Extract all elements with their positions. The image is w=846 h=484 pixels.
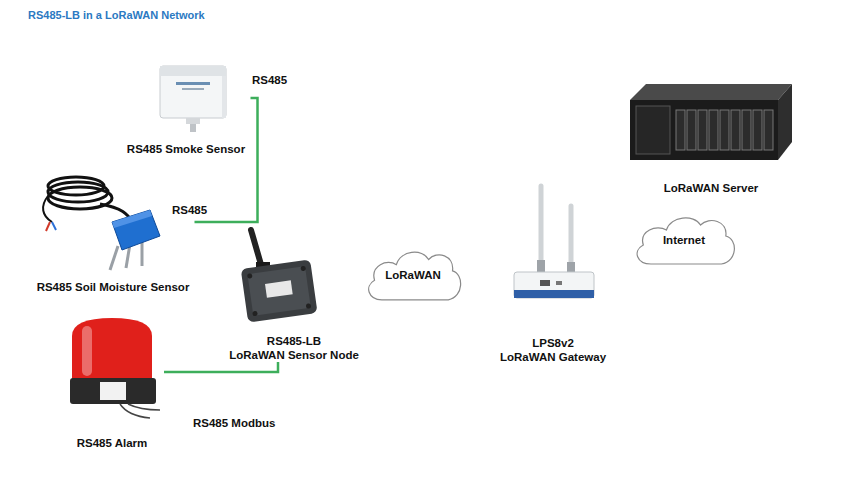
rs485-cable — [164, 362, 278, 372]
alarm-icon-part — [82, 326, 92, 376]
sensor-node-icon-part-part — [241, 259, 318, 322]
soil-sensor-icon-part — [46, 222, 50, 231]
device-caption: RS485 Soil Moisture Sensor — [35, 280, 192, 294]
gateway-icon-part — [537, 260, 545, 272]
soil-sensor-icon-part — [52, 222, 56, 230]
server-icon-part — [778, 84, 792, 160]
alarm-icon-part — [128, 404, 160, 410]
sensor-node-icon-part-part — [300, 266, 306, 272]
smoke-sensor-icon-part — [182, 88, 204, 90]
server-icon-part — [731, 110, 740, 150]
smoke-sensor-icon-part — [186, 118, 200, 124]
device-caption: RS485 Alarm — [75, 436, 150, 450]
sensor-node-icon-part-part — [247, 273, 253, 279]
gateway-icon-part — [539, 186, 544, 272]
cloud-shape — [637, 218, 734, 264]
cable-line — [164, 362, 278, 372]
alarm-icon — [70, 318, 160, 418]
sensor-node-icon — [241, 230, 318, 323]
server-icon-part — [709, 110, 718, 150]
soil-sensor-icon — [43, 177, 160, 270]
soil-sensor-icon-part — [141, 240, 144, 266]
sensor-node-icon-part — [241, 259, 318, 322]
signal-label: RS485 Modbus — [191, 416, 277, 430]
diagram-title: RS485-LB in a LoRaWAN Network — [28, 9, 205, 21]
sensor-node-icon-part-part — [265, 280, 293, 297]
server-icon-part — [742, 110, 751, 150]
server-icon-part — [630, 84, 792, 100]
alarm-icon-part — [72, 318, 152, 380]
network-cloud: Internet — [629, 210, 739, 270]
signal-label: RS485 — [170, 203, 209, 217]
device-node: RS485-LBLoRaWAN Sensor Node — [224, 224, 364, 362]
cloud-label: LoRaWAN — [385, 269, 441, 281]
gateway-icon-part — [556, 281, 562, 285]
smoke-sensor-icon-part — [176, 82, 210, 85]
device-node: LoRaWAN Server — [625, 80, 797, 195]
device-caption: LoRaWAN Gateway — [498, 350, 608, 364]
device-caption: LoRaWAN Sensor Node — [227, 348, 361, 362]
server-icon — [630, 84, 792, 160]
smoke-sensor-icon-part — [190, 124, 196, 132]
smoke-sensor-icon-part — [160, 66, 226, 76]
device-caption: LoRaWAN Server — [662, 181, 761, 195]
gateway-icon-part — [514, 272, 594, 298]
server-icon-part — [698, 110, 707, 150]
soil-sensor-icon-part — [43, 196, 52, 222]
sensor-node-icon-part-part — [306, 303, 312, 309]
device-node: LPS8v2LoRaWAN Gateway — [495, 182, 612, 364]
smoke-sensor-icon — [160, 66, 226, 132]
device-caption: LPS8v2 — [530, 336, 576, 350]
alarm-icon-part — [100, 382, 126, 400]
smoke-sensor-icon-part — [160, 66, 226, 118]
device-caption: RS485-LB — [265, 334, 323, 348]
device-node: RS485 Soil Moisture Sensor — [32, 166, 195, 294]
cloud-label: Internet — [663, 234, 705, 246]
server-icon-part — [764, 110, 773, 150]
gateway-icon-part — [540, 280, 550, 286]
server-icon-part — [636, 106, 670, 154]
smoke-sensor-icon-part — [222, 76, 226, 118]
signal-label: RS485 — [250, 73, 289, 87]
server-icon-part — [720, 110, 729, 150]
network-cloud: LoRaWAN — [361, 244, 465, 306]
cloud-shape — [369, 252, 461, 300]
gateway-icon-part — [514, 290, 594, 298]
device-node: RS485 Smoke Sensor — [122, 60, 251, 156]
sensor-node-icon-part-part — [252, 311, 258, 317]
alarm-icon-part — [70, 378, 156, 404]
gateway-icon — [514, 186, 594, 298]
device-caption: RS485 Smoke Sensor — [125, 142, 247, 156]
soil-sensor-icon-part — [112, 210, 152, 228]
soil-sensor-icon-part — [48, 182, 108, 202]
server-icon-part — [687, 110, 696, 150]
server-icon-part — [676, 110, 685, 150]
device-node: RS485 Alarm — [60, 316, 164, 450]
server-icon-part — [630, 100, 778, 160]
soil-sensor-icon-part — [110, 246, 118, 270]
server-icon-part — [753, 110, 762, 150]
sensor-node-icon-part-part — [247, 266, 310, 316]
gateway-icon-part — [567, 262, 575, 272]
soil-sensor-icon-part — [112, 210, 160, 250]
